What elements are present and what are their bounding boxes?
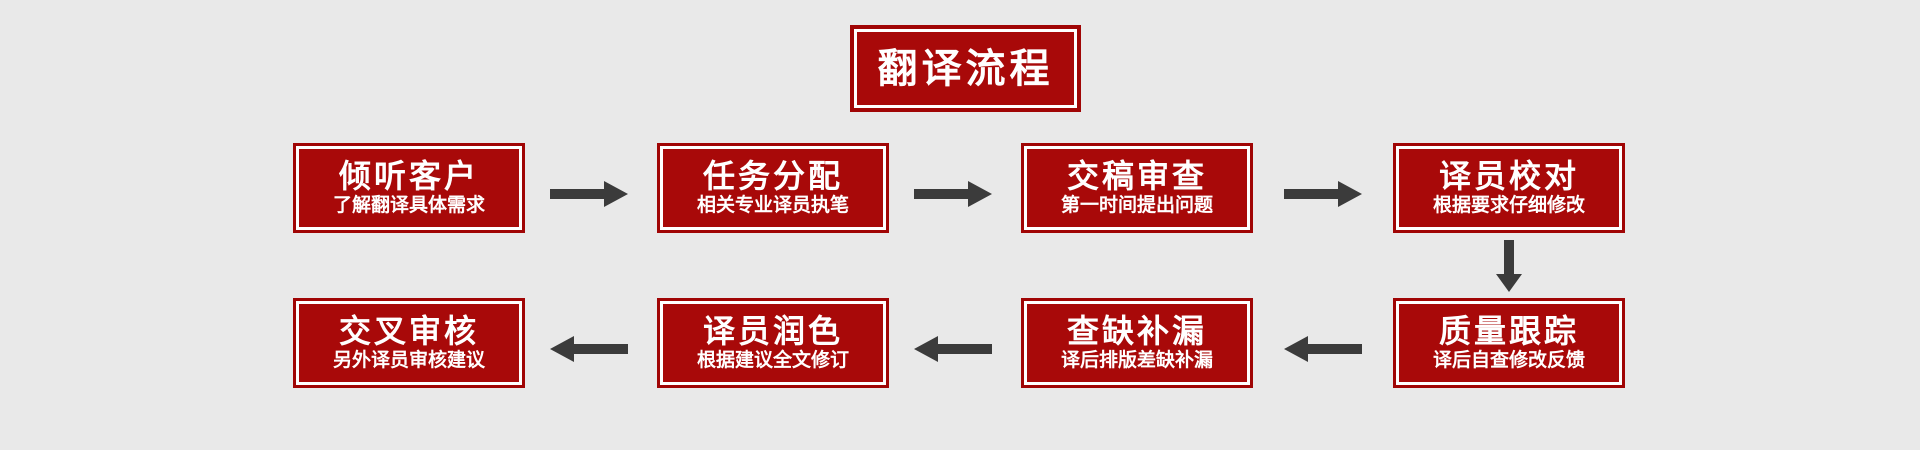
arrow-right-icon: [1284, 178, 1362, 210]
arrow-left-icon: [914, 333, 992, 365]
node-subtitle: 根据要求仔细修改: [1432, 195, 1585, 217]
node-listen-client[interactable]: 倾听客户 了解翻译具体需求: [293, 143, 525, 233]
arrow-right-icon: [550, 178, 628, 210]
flowchart-title-text: 翻译流程: [877, 46, 1054, 91]
node-submission-review[interactable]: 交稿审查 第一时间提出问题: [1021, 143, 1253, 233]
node-subtitle: 根据建议全文修订: [696, 350, 849, 372]
node-subtitle: 另外译员审核建议: [332, 350, 485, 372]
node-title: 交叉审核: [338, 312, 479, 349]
node-translator-polish[interactable]: 译员润色 根据建议全文修订: [657, 298, 889, 388]
node-subtitle: 译后自查修改反馈: [1432, 350, 1585, 372]
node-translator-proofread[interactable]: 译员校对 根据要求仔细修改: [1393, 143, 1625, 233]
node-quality-tracking[interactable]: 质量跟踪 译后自查修改反馈: [1393, 298, 1625, 388]
node-title: 质量跟踪: [1438, 312, 1579, 349]
node-subtitle: 第一时间提出问题: [1060, 195, 1213, 217]
node-title: 译员校对: [1438, 157, 1579, 194]
arrow-left-icon: [1284, 333, 1362, 365]
arrow-left-icon: [550, 333, 628, 365]
node-subtitle: 了解翻译具体需求: [332, 195, 485, 217]
node-title: 交稿审查: [1066, 157, 1207, 194]
node-subtitle: 相关专业译员执笔: [696, 195, 849, 217]
node-subtitle: 译后排版差缺补漏: [1060, 350, 1213, 372]
node-title: 译员润色: [702, 312, 843, 349]
node-task-assignment[interactable]: 任务分配 相关专业译员执笔: [657, 143, 889, 233]
node-title: 任务分配: [702, 157, 843, 194]
arrow-right-icon: [914, 178, 992, 210]
node-gap-check[interactable]: 查缺补漏 译后排版差缺补漏: [1021, 298, 1253, 388]
flowchart-title-box: 翻译流程: [850, 25, 1081, 112]
arrow-down-icon: [1494, 240, 1524, 292]
node-cross-review[interactable]: 交叉审核 另外译员审核建议: [293, 298, 525, 388]
node-title: 查缺补漏: [1066, 312, 1207, 349]
node-title: 倾听客户: [338, 157, 479, 194]
